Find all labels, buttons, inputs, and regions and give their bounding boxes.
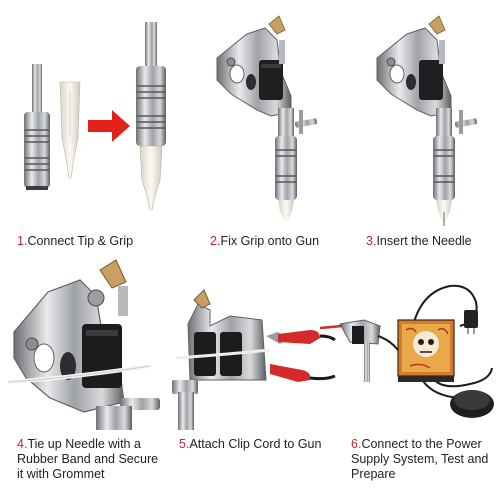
step-6-number: 6. <box>351 437 361 451</box>
step-5-number: 5. <box>179 437 189 451</box>
step-4-number: 4. <box>17 437 27 451</box>
step-3-image <box>355 0 495 225</box>
plug <box>464 310 478 334</box>
mini-tattoo-machine <box>320 320 398 382</box>
step-3-caption: 3.Insert the Needle <box>366 234 498 249</box>
tip-piece <box>60 82 80 178</box>
step-1-text: Connect Tip & Grip <box>27 234 133 248</box>
step-4-image <box>0 262 170 430</box>
step-3-text: Insert the Needle <box>376 234 471 248</box>
step-2-text: Fix Grip onto Gun <box>220 234 319 248</box>
step-1-caption: 1.Connect Tip & Grip <box>17 234 182 249</box>
step-6-caption: 6.Connect to the Power Supply System, Te… <box>351 437 496 482</box>
step-4-caption: 4.Tie up Needle with a Rubber Band and S… <box>17 437 165 482</box>
assembled-grip-with-tip <box>136 22 166 210</box>
step-3-number: 3. <box>366 234 376 248</box>
tattoo-machine-frame <box>217 16 317 134</box>
tattoo-machine-closeup <box>8 260 160 430</box>
grip-tube <box>433 108 455 226</box>
tattoo-machine-side <box>172 290 270 430</box>
step-6-text: Connect to the Power Supply System, Test… <box>351 437 488 481</box>
step-5-image <box>170 280 335 430</box>
step-5-text: Attach Clip Cord to Gun <box>189 437 321 451</box>
red-arrow <box>88 110 130 142</box>
step-2-caption: 2.Fix Grip onto Gun <box>210 234 350 249</box>
step-4-text: Tie up Needle with a Rubber Band and Sec… <box>17 437 158 481</box>
power-supply-unit <box>398 320 454 382</box>
step-2-number: 2. <box>210 234 220 248</box>
tattoo-machine-frame <box>377 16 477 134</box>
foot-pedal <box>450 390 494 418</box>
step-1-image <box>0 0 170 225</box>
step-6-image <box>320 272 500 422</box>
step-2-image <box>195 0 335 225</box>
grip-tube <box>275 108 297 222</box>
grip-tube <box>24 64 50 190</box>
step-5-caption: 5.Attach Clip Cord to Gun <box>179 437 339 452</box>
step-1-number: 1. <box>17 234 27 248</box>
